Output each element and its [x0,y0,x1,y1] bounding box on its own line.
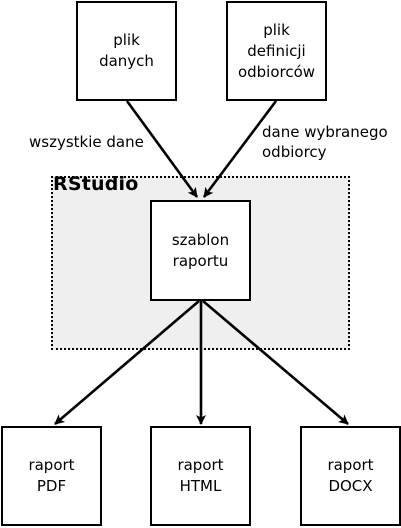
report-template-box: szablon raportu [150,200,251,301]
report-docx-box: raport DOCX [300,426,401,526]
rstudio-title: RStudio [53,173,139,195]
recipients-file-label: plik definicji odbiorców [237,20,316,81]
report-pdf-box: raport PDF [1,426,102,526]
all-data-label: wszystkie dane [29,133,144,151]
data-file-label: plik danych [99,31,154,70]
report-docx-label: raport DOCX [327,456,374,495]
report-html-label: raport HTML [177,456,224,495]
data-file-box: plik danych [76,1,177,101]
selected-recipient-data-label: dane wybranego odbiorcy [262,123,388,161]
report-html-box: raport HTML [150,426,251,526]
report-template-label: szablon raportu [171,230,230,270]
recipients-file-box: plik definicji odbiorców [226,1,327,101]
report-pdf-label: raport PDF [28,456,75,495]
